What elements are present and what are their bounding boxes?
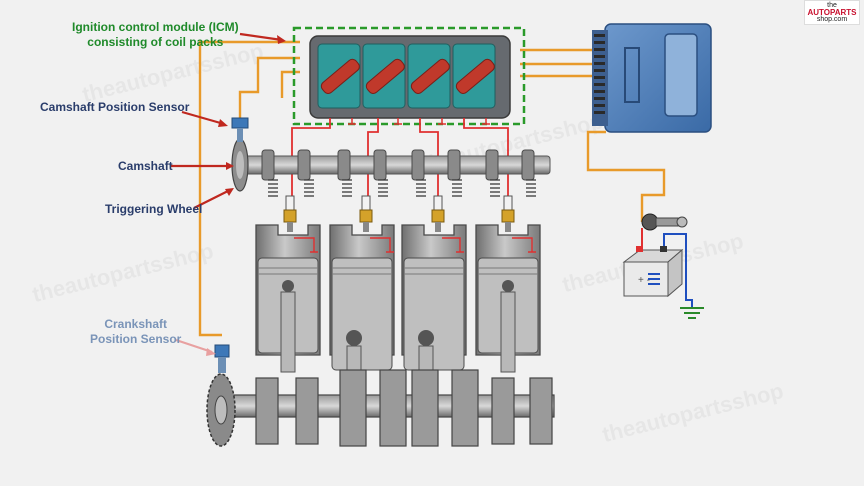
- triggering-wheel-label: Triggering Wheel: [105, 202, 203, 216]
- battery-icon: + -: [622, 246, 684, 298]
- crankshaft-icon: [213, 369, 555, 447]
- svg-text:+ -: + -: [638, 275, 650, 286]
- logo-line1: the: [827, 2, 837, 9]
- logo-line3: shop.com: [816, 16, 848, 23]
- ground-icon: [680, 307, 704, 319]
- ignition-control-module: [309, 35, 511, 119]
- brand-logo[interactable]: the AUTOPARTS shop.com: [804, 0, 860, 25]
- crankshaft-sensor-label-line2: Position Sensor: [90, 332, 182, 346]
- signal-wires: [198, 40, 666, 337]
- spark-plug-icon: [283, 195, 515, 232]
- ignition-key-icon: [641, 213, 688, 231]
- icm-outline: [292, 26, 526, 126]
- battery-wires: [641, 228, 693, 308]
- crank-trigger-wheel: [206, 373, 236, 447]
- crankshaft-sensor-icon: [214, 344, 230, 373]
- crankshaft-sensor-label-line1: Crankshaft: [104, 317, 168, 331]
- arrow-heads: [218, 35, 286, 196]
- label-arrows: [170, 32, 283, 354]
- icm-label-line2: consisting of coil packs: [87, 35, 224, 49]
- crank-arrow-head: [206, 348, 216, 356]
- icm-label: Ignition control module (ICM) consisting…: [72, 20, 239, 50]
- crankshaft-sensor-label: Crankshaft Position Sensor: [90, 317, 181, 347]
- logo-line2: AUTOPARTS: [807, 8, 857, 17]
- ecu-icon: [592, 23, 712, 133]
- camshaft-sensor-label: Camshaft Position Sensor: [40, 100, 190, 114]
- triggering-wheel: [231, 138, 249, 192]
- plug-ground-wires: [294, 237, 536, 253]
- camshaft-icon: [239, 149, 551, 181]
- ground-marks: [348, 118, 490, 125]
- camshaft-sensor-icon: [231, 117, 249, 142]
- icm-label-line1: Ignition control module (ICM): [72, 20, 239, 34]
- valve-springs: [268, 179, 536, 197]
- camshaft-label: Camshaft: [118, 159, 173, 173]
